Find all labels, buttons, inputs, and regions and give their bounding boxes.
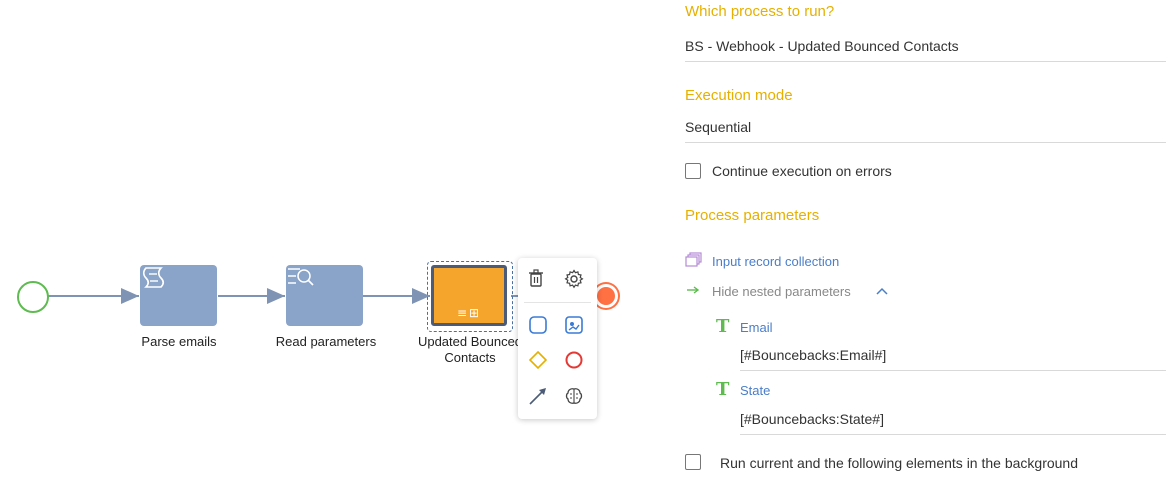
text-type-icon: T [716,316,730,337]
text-type-icon: T [716,379,730,400]
subprocess-updated-bounced-contacts[interactable]: ≡⊞ [431,265,507,326]
process-designer-canvas[interactable]: Parse emails Read parameters ≡⊞ Updated … [0,0,664,491]
arrow-right-icon [687,286,700,294]
element-quick-toolbox [518,258,597,419]
node-label-line2: Contacts [444,350,496,365]
toolbox-divider [524,302,591,303]
read-data-task[interactable] [286,265,363,326]
chevron-up-icon[interactable] [876,287,888,295]
continue-on-errors-checkbox[interactable] [685,163,701,179]
param-value-email[interactable]: [#Bouncebacks:Email#] [740,347,1166,371]
end-event-icon[interactable] [564,350,586,372]
script-icon [142,267,165,288]
delete-icon[interactable] [528,269,550,291]
which-process-label: Which process to run? [685,3,835,20]
input-record-collection-link[interactable]: Input record collection [712,254,840,269]
settings-icon[interactable] [564,269,586,291]
start-event[interactable] [17,281,49,313]
param-name-email: Email [740,320,773,335]
task-icon[interactable] [528,315,550,337]
param-value-state[interactable]: [#Bouncebacks:State#] [740,411,1166,435]
user-task-icon[interactable] [564,315,586,337]
hide-nested-parameters-toggle[interactable]: Hide nested parameters [712,284,851,299]
node-label-read-parameters: Read parameters [275,334,377,349]
ai-brain-icon[interactable] [564,386,586,408]
node-label-parse-emails: Parse emails [141,334,217,349]
node-label-line1: Updated Bounced [417,334,523,349]
subprocess-marker-icon: ≡⊞ [456,306,482,320]
collection-icon [685,252,702,267]
properties-panel: Which process to run? BS - Webhook - Upd… [664,0,1166,491]
continue-on-errors-label: Continue execution on errors [712,163,892,179]
gateway-icon[interactable] [528,350,550,372]
run-background-checkbox[interactable] [685,454,701,470]
run-background-label: Run current and the following elements i… [720,455,1078,471]
which-process-field[interactable]: BS - Webhook - Updated Bounced Contacts [685,38,1166,62]
selection-frame [427,261,513,332]
execution-mode-label: Execution mode [685,87,793,104]
end-event[interactable] [597,287,615,305]
execution-mode-field[interactable]: Sequential [685,119,1166,143]
process-parameters-label: Process parameters [685,207,820,224]
script-task-parse-emails[interactable] [140,265,217,326]
node-label-subprocess: Updated Bounced Contacts [408,334,532,366]
read-data-icon [288,268,314,286]
flow-connector-icon[interactable] [528,386,550,408]
param-name-state: State [740,383,771,398]
